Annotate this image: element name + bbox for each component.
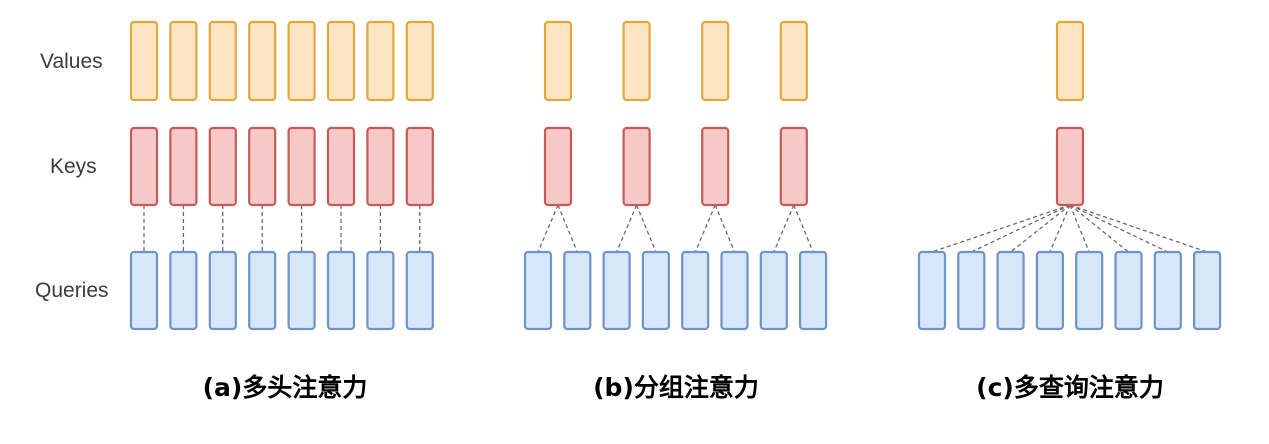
- mha-value-head-7: [366, 20, 395, 102]
- mqa-connector-1: [931, 204, 1071, 253]
- mha-query-head-4: [248, 250, 277, 331]
- gqa-connector-5: [694, 204, 716, 253]
- mqa-query-head-3: [996, 250, 1025, 331]
- mqa-query-head-2: [957, 250, 986, 331]
- mha-key-head-6: [326, 126, 356, 207]
- mha-value-head-6: [326, 20, 356, 102]
- mha-query-head-8: [405, 250, 434, 331]
- mha-key-head-2: [169, 126, 198, 207]
- gqa-connector-2: [557, 204, 578, 253]
- gqa-query-head-6: [720, 250, 749, 331]
- mqa-connector-8: [1069, 204, 1208, 253]
- mqa-query-head-1: [917, 250, 947, 331]
- values-row-label: Values: [40, 50, 103, 73]
- mqa-connector-5: [1069, 204, 1090, 253]
- mha-value-head-1: [129, 20, 159, 102]
- mqa-connector-2: [971, 204, 1071, 253]
- connector-lines: [143, 204, 1208, 253]
- gqa-query-head-4: [641, 250, 671, 331]
- mha-query-head-5: [287, 250, 316, 331]
- queries-row-label: Queries: [35, 279, 109, 302]
- mqa-query-head-6: [1114, 250, 1143, 331]
- gqa-key-head-4: [779, 126, 808, 207]
- mha-query-head-1: [129, 250, 159, 331]
- mha-value-head-2: [169, 20, 198, 102]
- mha-query-head-6: [326, 250, 356, 331]
- gqa-query-head-2: [563, 250, 592, 331]
- mqa-query-head-7: [1153, 250, 1182, 331]
- gqa-connector-1: [537, 204, 559, 253]
- head-bars: [129, 20, 1222, 331]
- caption-multi-query-attention: (c)多查询注意力: [976, 373, 1164, 402]
- mqa-query-head-8: [1192, 250, 1222, 331]
- mha-query-head-3: [208, 250, 237, 331]
- gqa-query-head-7: [759, 250, 788, 331]
- gqa-key-head-3: [701, 126, 730, 207]
- mha-key-head-4: [248, 126, 277, 207]
- keys-row-label: Keys: [50, 155, 97, 178]
- gqa-query-head-5: [681, 250, 710, 331]
- mha-query-head-7: [366, 250, 395, 331]
- mqa-query-head-5: [1075, 250, 1104, 331]
- mqa-query-head-4: [1035, 250, 1065, 331]
- mha-key-head-8: [405, 126, 434, 207]
- gqa-value-head-4: [779, 20, 808, 102]
- gqa-connector-3: [616, 204, 638, 253]
- gqa-key-head-1: [543, 126, 573, 207]
- mqa-connector-4: [1049, 204, 1071, 253]
- mha-value-head-8: [405, 20, 434, 102]
- mqa-key-head-1: [1055, 126, 1085, 207]
- mha-key-head-7: [366, 126, 395, 207]
- mha-key-head-5: [287, 126, 316, 207]
- mqa-connector-6: [1069, 204, 1129, 253]
- gqa-value-head-3: [701, 20, 730, 102]
- mha-value-head-4: [248, 20, 277, 102]
- gqa-value-head-2: [622, 20, 651, 102]
- caption-grouped-query-attention: (b)分组注意力: [593, 373, 759, 402]
- caption-multi-head-attention: (a)多头注意力: [203, 373, 368, 402]
- gqa-query-head-1: [523, 250, 553, 331]
- mha-key-head-1: [129, 126, 159, 207]
- mha-key-head-3: [208, 126, 237, 207]
- mqa-connector-3: [1010, 204, 1071, 253]
- gqa-connector-4: [635, 204, 657, 253]
- mha-query-head-2: [169, 250, 198, 331]
- mha-value-head-5: [287, 20, 316, 102]
- gqa-key-head-2: [622, 126, 651, 207]
- gqa-connector-7: [773, 204, 795, 253]
- gqa-connector-8: [793, 204, 814, 253]
- gqa-query-head-8: [798, 250, 828, 331]
- gqa-query-head-3: [602, 250, 631, 331]
- gqa-value-head-1: [543, 20, 573, 102]
- mha-value-head-3: [208, 20, 237, 102]
- mqa-value-head-1: [1055, 20, 1085, 102]
- gqa-connector-6: [714, 204, 736, 253]
